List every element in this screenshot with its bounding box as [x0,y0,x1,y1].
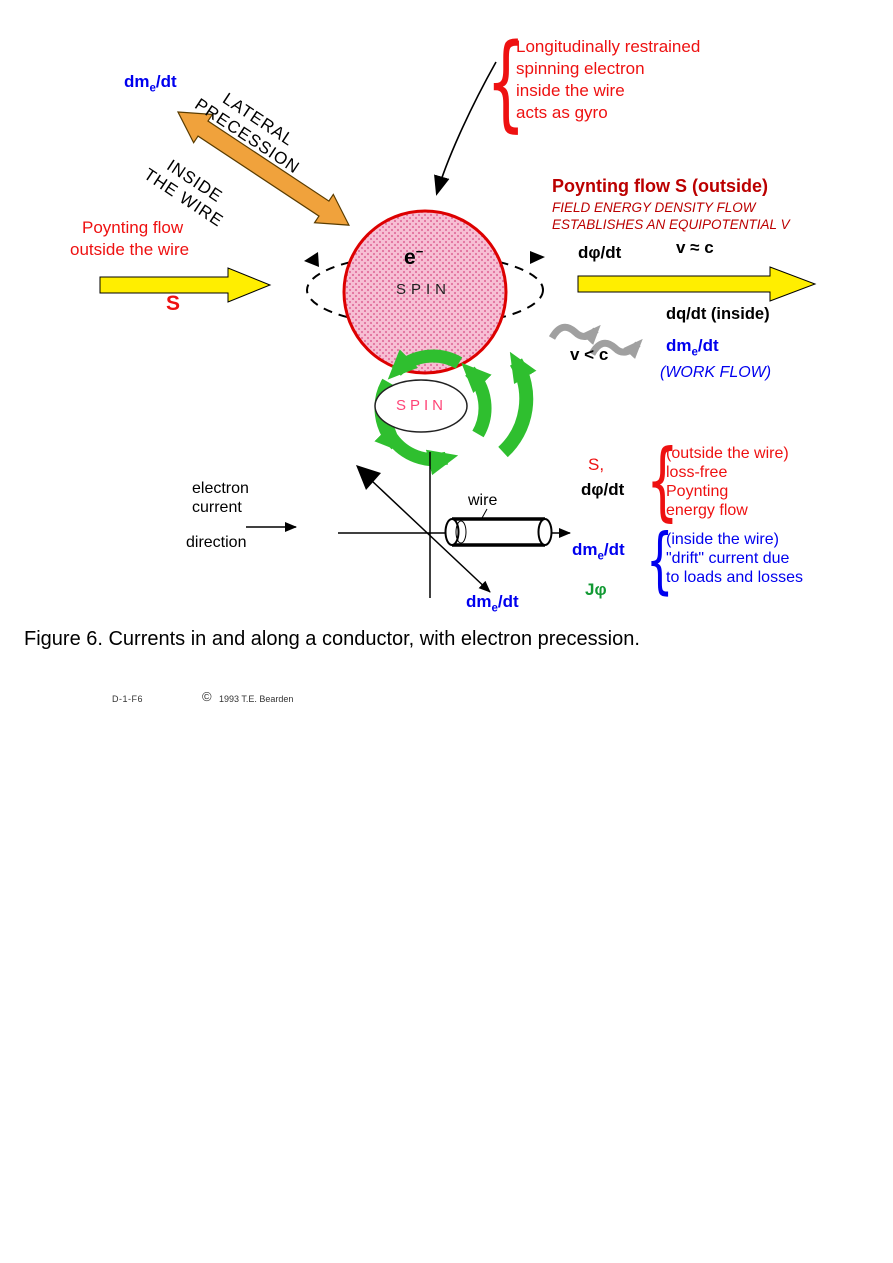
electron-charge: − [415,244,424,259]
dme-dt-right: dme/dt [666,336,719,360]
outside-note: (outside the wire) loss-free Poynting en… [666,444,789,520]
dm-prefix: dm [572,540,598,559]
field-energy-line2: ESTABLISHES AN EQUIPOTENTIAL V [552,217,790,232]
poynting-arrow-left [99,267,272,303]
dm-prefix: dm [124,72,150,91]
outside-note-line: (outside the wire) [666,445,789,462]
electron-word: electron [192,480,249,497]
jphi-label: Jφ [585,580,607,599]
outside-note-line: energy flow [666,502,748,519]
inside-note-line: to loads and losses [666,569,803,586]
dm-sub: e [691,346,698,359]
spin-rotation-arrows [374,349,537,476]
s-comma-label: S, [588,455,605,474]
gyro-note-line: inside the wire [516,81,625,100]
drift-wavy-arrows [548,323,643,359]
v-approx-c-label: v ≈ c [676,238,714,257]
gyro-note-line: acts as gyro [516,103,608,122]
gyro-note-line: Longitudinally restrained [516,37,701,56]
dq-dt-inside-label: dq/dt (inside) [666,305,770,323]
inside-note-line: (inside the wire) [666,531,779,548]
electron-symbol: e− [404,244,423,271]
gyro-note: Longitudinally restrained spinning elect… [516,36,700,124]
figure-caption: Figure 6. Currents in and along a conduc… [24,628,640,650]
dm-suffix: /dt [497,592,519,611]
dm-sub: e [149,82,156,95]
current-word: current [192,498,242,516]
dme-dt-bottom-right: dme/dt [572,540,625,564]
dm-prefix: dm [666,336,692,355]
work-flow-label: (WORK FLOW) [660,364,772,381]
doc-code: D-1-F6 [112,694,144,704]
poynting-left-line1: Poynting flow [82,218,184,237]
electron-base: e [404,246,416,269]
wire-label: wire [468,492,498,509]
axis-arrowhead [356,465,381,490]
outside-note-brace: { [646,431,679,531]
electron-current-label: electron current [192,480,249,518]
outside-note-line: Poynting [666,483,729,500]
dm-sub: e [491,602,498,615]
inside-note: (inside the wire) "drift" current due to… [666,530,803,587]
spin-ring-label: SPIN [396,397,448,414]
dme-dt-bottom: dme/dt [466,592,519,616]
poynting-right-title: Poynting flow S (outside) [552,176,768,196]
poynting-left-line2: outside the wire [70,240,190,259]
dm-sub: e [597,550,604,563]
direction-label: direction [186,534,247,551]
inside-note-brace: { [646,518,674,602]
gyro-note-line: spinning electron [516,59,645,78]
electron-spin-label: SPIN [396,281,452,298]
poynting-arrow-right [577,266,817,302]
dme-dt-top-left: dme/dt [124,72,177,96]
dm-suffix: /dt [603,540,625,559]
wire-cylinder [444,508,553,547]
dm-suffix: /dt [155,72,177,91]
inside-note-line: "drift" current due [666,550,790,567]
outside-note-line: loss-free [666,464,728,481]
electron-sphere [342,209,508,375]
v-lt-c-label: v < c [570,345,609,364]
dm-prefix: dm [466,592,492,611]
dphi-dt-top: dφ/dt [578,243,622,262]
field-energy-line1: FIELD ENERGY DENSITY FLOW [552,200,756,215]
dphi-dt-bottom: dφ/dt [581,480,625,499]
spin-ellipse [374,379,468,433]
gyro-note-brace: { [486,21,526,143]
copyright-text: 1993 T.E. Bearden [219,694,294,704]
copyright-icon: © [202,689,212,704]
lateral-precession-arrow [176,111,350,226]
gyro-note-pointer-arrow [434,61,497,196]
s-vector-label: S [166,292,181,315]
dm-suffix: /dt [697,336,719,355]
